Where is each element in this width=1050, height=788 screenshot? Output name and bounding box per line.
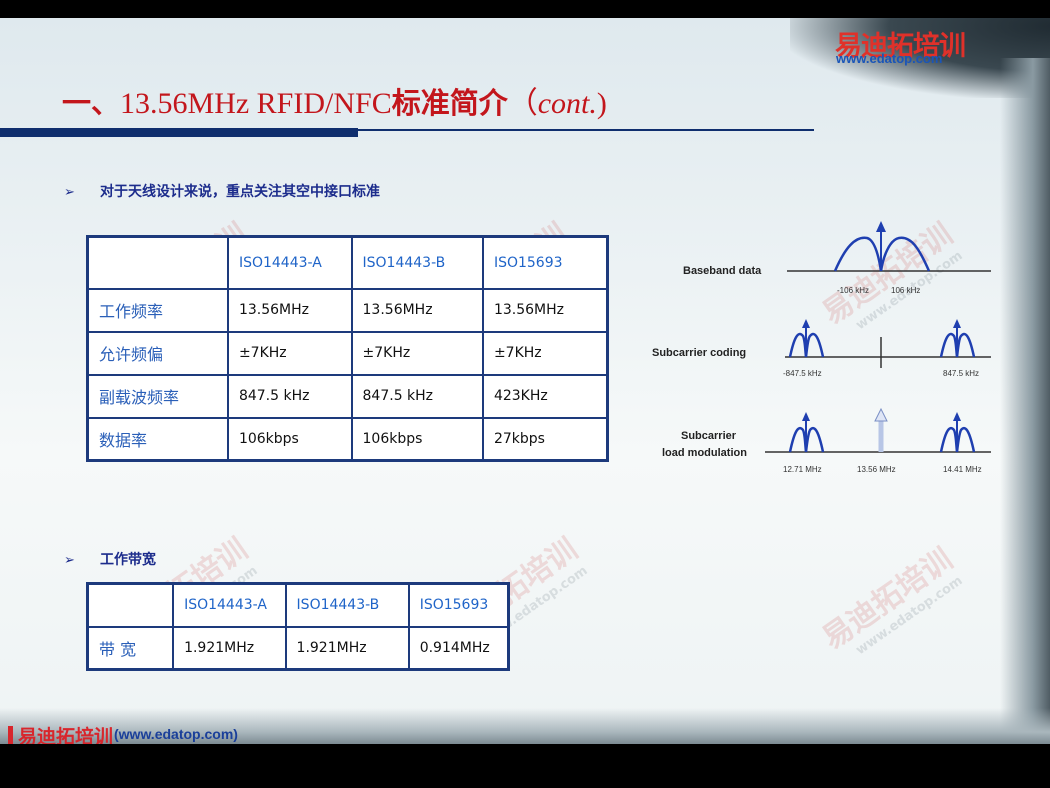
table-cell: 847.5 kHz [350,373,484,419]
carrier-arrow-icon [874,407,888,422]
right-edge-shade [1000,58,1050,744]
title-prefix: 一、 [62,86,121,120]
baseband-tick-right: 106 kHz [891,286,920,295]
table-header-cell: ISO14443-A [172,582,287,628]
slide-title: 一、13.56MHz RFID/NFC标准简介（cont.) [62,78,607,122]
table-header-cell: ISO14443-A [226,235,353,290]
table-header-cell: ISO14443-B [284,582,410,628]
table-cell: 27kbps [481,416,609,462]
baseband-lobe-right [879,236,931,272]
bullet-arrow-icon: ➢ [64,553,75,568]
arrow-up-icon [802,319,810,328]
load-tick-left: 12.71 MHz [783,465,822,474]
load-label-1: Subcarrier [681,430,737,442]
table-row-label: 副载波频率 [86,373,229,419]
table-cell: 13.56MHz [481,287,609,333]
footer-logo: 易迪拓培训 [18,726,114,744]
title-paren-close: ) [596,87,607,120]
table-cell: 1.921MHz [284,625,410,671]
table-row: 允许频偏±7KHz±7KHz±7KHz [86,330,609,376]
table-cell: 1.921MHz [172,625,287,671]
table-cell: ±7KHz [481,330,609,376]
subcarrier-label: Subcarrier coding [652,347,746,359]
table-cell: 423KHz [481,373,609,419]
load-tick-right: 14.41 MHz [943,465,982,474]
title-italic: cont. [537,87,597,120]
baseband-label: Baseband data [683,265,762,277]
bottom-edge-shade [0,708,1050,744]
table-cell: 13.56MHz [350,287,484,333]
table-header-cell: ISO15693 [407,582,510,628]
subcarrier-tick-right: 847.5 kHz [943,369,979,378]
title-cn: 标准简介 [391,86,508,120]
watermark-url: www.edatop.com [853,573,966,659]
table-corner-cell [86,582,175,628]
table-cell: 0.914MHz [407,625,510,671]
bullet-arrow-icon: ➢ [64,185,75,200]
watermark-text: 易迪拓培训 [816,541,960,657]
slide: 易迪拓培训 www.edatop.com 一、13.56MHz RFID/NFC… [0,18,1050,744]
bullet-text: 对于天线设计来说，重点关注其空中接口标准 [100,184,380,200]
spectrum-diagram: Baseband data -106 kHz 106 kHz Subcarrie… [652,221,991,474]
table-corner-cell [86,235,229,290]
table-row-label: 带 宽 [86,625,175,671]
bullet-section-1: ➢ 对于天线设计来说，重点关注其空中接口标准 [64,181,380,201]
baseband-lobe-left [833,236,883,272]
arrow-up-icon [802,412,810,421]
baseband-tick-left: -106 kHz [837,286,869,295]
table-cell: 106kbps [350,416,484,462]
table-row-label: 工作频率 [86,287,229,333]
table-cell: 13.56MHz [226,287,353,333]
table-header-cell: ISO14443-B [350,235,484,290]
table-row-label: 数据率 [86,416,229,462]
table-cell: 847.5 kHz [226,373,353,419]
footer-mark [8,726,13,744]
arrow-up-icon [953,412,961,421]
carrier-arrow-icon [876,221,886,232]
bottom-letterbox [0,744,1050,788]
bullet-text: 工作带宽 [100,552,156,568]
arrow-up-icon [953,319,961,328]
bullet-section-2: ➢ 工作带宽 [64,549,156,569]
table-cell: ±7KHz [350,330,484,376]
title-main: 13.56MHz RFID/NFC [120,87,392,120]
title-underline-thick [0,128,358,137]
top-letterbox [0,0,1050,18]
load-label-2: load modulation [662,447,747,459]
table-cell: ±7KHz [226,330,353,376]
table-row-label: 允许频偏 [86,330,229,376]
table-header-cell: ISO15693 [481,235,609,290]
title-underline-thin [358,129,814,131]
brand-url: www.edatop.com [836,51,943,66]
load-tick-center: 13.56 MHz [857,465,896,474]
brand-logo: 易迪拓培训 [835,31,966,62]
title-paren-open: （ [507,87,538,120]
table-cell: 106kbps [226,416,353,462]
subcarrier-tick-left: -847.5 kHz [783,369,822,378]
footer-url: (www.edatop.com) [114,726,238,742]
